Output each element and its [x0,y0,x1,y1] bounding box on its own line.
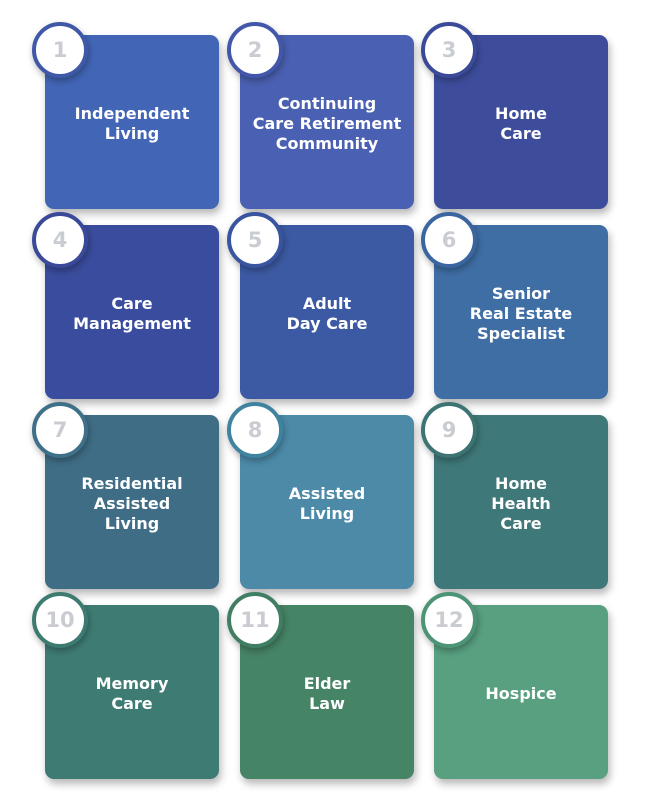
service-card-label: Residential Assisted Living [81,474,183,533]
number-badge-11: 11 [227,592,283,648]
number-badge-9: 9 [421,402,477,458]
number-badge-text: 9 [441,418,457,442]
number-badge-text: 2 [247,38,263,62]
number-badge-text: 1 [52,38,68,62]
number-badge-5: 5 [227,212,283,268]
number-badge-2: 2 [227,22,283,78]
service-card-label: Home Care [495,104,547,143]
service-card-label: Care Management [73,294,191,333]
service-card-label: Memory Care [95,674,169,713]
number-badge-7: 7 [32,402,88,458]
number-badge-text: 10 [45,608,75,632]
number-badge-text: 8 [247,418,263,442]
number-badge-6: 6 [421,212,477,268]
service-card-label: Independent Living [74,104,190,143]
service-card-label: Continuing Care Retirement Community [252,94,402,153]
number-badge-8: 8 [227,402,283,458]
number-badge-text: 11 [240,608,270,632]
service-card-label: Elder Law [303,674,351,713]
service-card-label: Hospice [485,684,557,703]
service-card-label: Home Health Care [491,474,551,533]
number-badge-4: 4 [32,212,88,268]
service-card-label: Senior Real Estate Specialist [469,284,573,343]
number-badge-text: 3 [441,38,457,62]
service-card-label: Adult Day Care [286,294,368,333]
number-badge-text: 6 [441,228,457,252]
number-badge-12: 12 [421,592,477,648]
number-badge-text: 4 [52,228,68,252]
number-badge-text: 5 [247,228,263,252]
number-badge-text: 7 [52,418,68,442]
number-badge-1: 1 [32,22,88,78]
number-badge-3: 3 [421,22,477,78]
service-card-label: Assisted Living [288,484,366,523]
number-badge-10: 10 [32,592,88,648]
number-badge-text: 12 [434,608,464,632]
